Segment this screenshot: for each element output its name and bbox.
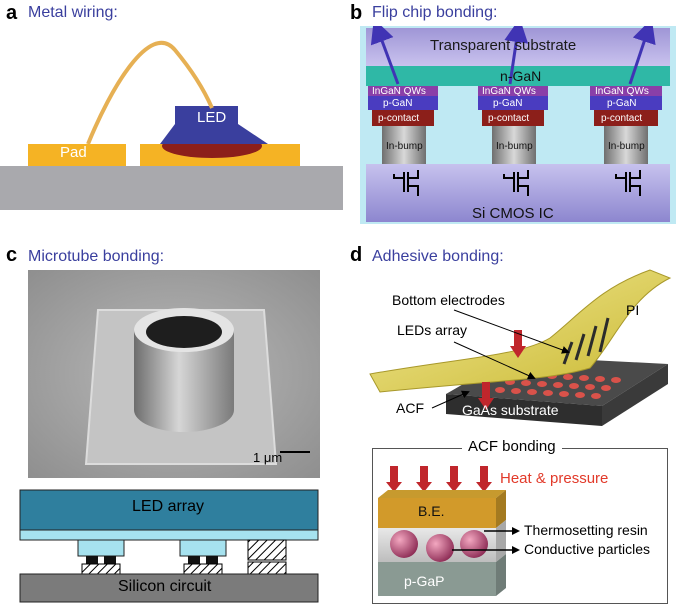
sem-image (28, 270, 320, 478)
in-bump-label-1: In-bump (386, 141, 423, 152)
emission-arrow-3 (628, 26, 656, 85)
pad-left (28, 144, 126, 166)
p-contact-label-1: p-contact (378, 113, 420, 124)
ingan-qws-label-2: InGaN QWs (482, 86, 536, 97)
scale-bar-label: 1 μm (253, 450, 283, 465)
p-gap-label: p-GaP (404, 573, 445, 589)
sem-tube-hole (146, 316, 222, 348)
p-contact-label-3: p-contact (601, 113, 643, 124)
pi-label: PI (626, 302, 640, 318)
heat-pressure-label: Heat & pressure (500, 470, 609, 487)
n-gan-layer (366, 66, 670, 86)
red-pressure-arrows (478, 330, 526, 410)
substrate-block (0, 166, 343, 210)
panel-b-letter: b (350, 2, 363, 24)
be-top (378, 490, 506, 498)
particle-3 (460, 530, 488, 558)
silicon-circuit-block (19, 573, 319, 603)
emission-arrow-1 (370, 26, 400, 85)
ingan-qws-label-1: InGaN QWs (372, 86, 426, 97)
leds-array-label: LEDs array (397, 322, 468, 338)
heat-arrows (386, 466, 492, 492)
si-cmos-label: Si CMOS IC (472, 205, 554, 222)
in-bump-label-3: In-bump (608, 141, 645, 152)
adhesive-bonding-3d (369, 269, 672, 426)
led-array-label: LED array (132, 498, 205, 515)
pixel-2 (478, 86, 548, 164)
p-gan-label-2: p-GaN (493, 98, 523, 109)
p-gap-block (378, 562, 496, 596)
conductive-particles-label: Conductive particles (524, 541, 651, 557)
panel-c-letter: c (6, 244, 18, 266)
panel-c-title: Microtube bonding: (28, 248, 165, 265)
bottom-electrodes-label: Bottom electrodes (392, 292, 505, 308)
led-label: LED (197, 109, 227, 126)
led-array-underlayer (19, 529, 319, 541)
acf-bonding-title: ACF bonding (462, 438, 562, 455)
transistor-symbols (393, 170, 641, 196)
sem-tube-body (134, 330, 234, 432)
thermosetting-resin-label: Thermosetting resin (524, 522, 648, 538)
metal-wiring-diagram (0, 40, 343, 210)
panel-b-title: Flip chip bonding: (372, 4, 498, 21)
be-block (378, 498, 496, 528)
in-bump-label-2: In-bump (496, 141, 533, 152)
pillar-group-1 (77, 539, 125, 575)
pad-label: Pad (60, 144, 87, 161)
panel-d-title: Adhesive bonding: (372, 248, 504, 265)
emission-arrow-2 (504, 26, 529, 85)
pillar-group-2 (179, 539, 227, 575)
pillar-group-3 (247, 539, 287, 575)
flip-chip-diagram (360, 26, 676, 224)
acf-label: ACF (396, 400, 424, 416)
silicon-circuit-label: Silicon circuit (118, 578, 212, 595)
leader-acf (431, 390, 470, 409)
leader-bottom-electrodes (453, 309, 570, 354)
panel-a-letter: a (6, 2, 18, 24)
microtube-cross-section (19, 489, 319, 603)
pixel-3 (590, 86, 662, 164)
panel-a-title: Metal wiring: (28, 4, 118, 21)
n-gan-label: n-GaN (500, 68, 542, 84)
gaas-substrate-label: GaAs substrate (462, 402, 559, 418)
p-gap-side (496, 554, 506, 596)
gaas-side-face (602, 364, 668, 426)
be-label: B.E. (418, 503, 445, 519)
p-contact-label-2: p-contact (488, 113, 530, 124)
transparent-substrate-label: Transparent substrate (430, 37, 577, 54)
led-body (160, 106, 268, 144)
be-side (496, 490, 506, 528)
leader-leds-array (453, 341, 536, 380)
particle-1 (390, 530, 418, 558)
pixel-1 (368, 86, 438, 164)
panel-d-letter: d (350, 244, 363, 266)
bond-wire (86, 40, 214, 145)
acf-bonding-diagram (378, 466, 520, 596)
ingan-qws-label-3: InGaN QWs (595, 86, 649, 97)
p-gan-label-1: p-GaN (383, 98, 413, 109)
particle-2 (426, 534, 454, 562)
p-gan-label-3: p-GaN (607, 98, 637, 109)
